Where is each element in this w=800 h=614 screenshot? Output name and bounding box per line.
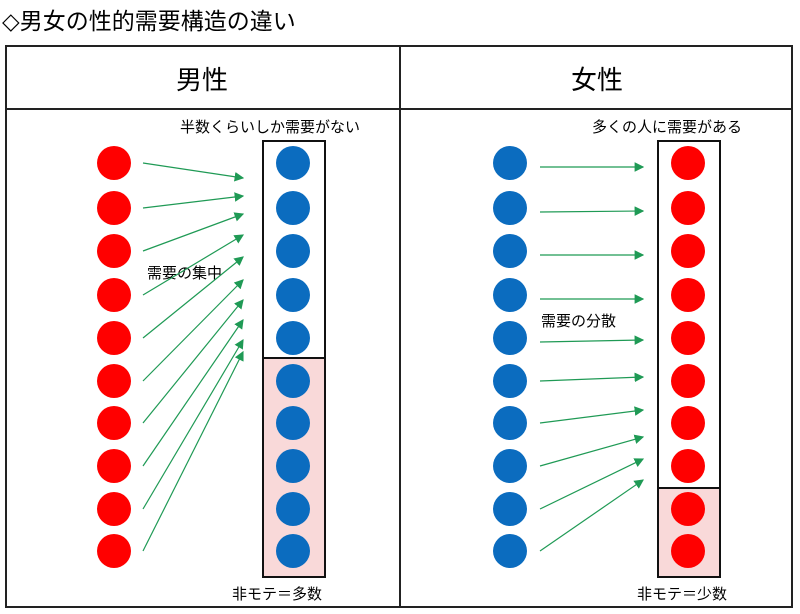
male-demand-arrow — [142, 279, 244, 382]
female-demand-arrow — [539, 434, 645, 467]
female-person-dot — [493, 492, 527, 526]
male-target-dot — [671, 364, 705, 398]
female-demand-arrow — [539, 372, 645, 383]
male-target-dot — [671, 146, 705, 180]
female-person-dot — [493, 191, 527, 225]
male-demand-arrow — [142, 256, 244, 339]
female-demand-arrow — [539, 406, 645, 424]
male-person-dot — [97, 191, 131, 225]
male-target-dot — [671, 321, 705, 355]
female-demand-arrow — [539, 206, 645, 216]
female-target-dot — [276, 534, 310, 568]
male-target-box — [262, 140, 326, 578]
male-target-dot — [671, 534, 705, 568]
male-demand-arrow — [142, 319, 244, 467]
male-demand-arrow — [142, 234, 245, 296]
male-target-dot — [671, 191, 705, 225]
female-target-box — [657, 140, 721, 578]
male-demand-arrow — [142, 338, 244, 510]
female-target-dot — [276, 492, 310, 526]
column-divider — [399, 45, 401, 608]
female-header: 女性 — [570, 66, 623, 96]
female-bottom-label: 非モテ＝少数 — [637, 585, 728, 603]
male-person-dot — [97, 534, 131, 568]
male-person-dot — [97, 278, 131, 312]
male-person-dot — [97, 234, 131, 268]
female-target-dot — [276, 406, 310, 440]
female-target-dot — [276, 278, 310, 312]
female-person-dot — [493, 278, 527, 312]
male-person-dot — [97, 321, 131, 355]
female-target-dot — [276, 191, 310, 225]
male-demand-arrow — [142, 192, 245, 209]
male-mid-label: 需要の集中 — [147, 262, 223, 283]
female-demand-arrow — [539, 479, 644, 552]
female-person-dot — [493, 146, 527, 180]
male-demand-arrow — [142, 350, 244, 552]
female-person-dot — [493, 534, 527, 568]
female-top-label: 多くの人に需要がある — [592, 118, 743, 136]
female-demand-arrow — [539, 458, 645, 510]
male-person-dot — [97, 492, 131, 526]
male-header: 男性 — [175, 66, 228, 96]
male-person-dot — [97, 364, 131, 398]
female-demand-arrow — [539, 335, 645, 345]
male-target-dot — [671, 234, 705, 268]
female-person-dot — [493, 321, 527, 355]
female-target-dot — [276, 321, 310, 355]
male-target-dot — [671, 449, 705, 483]
male-person-dot — [97, 449, 131, 483]
female-mid-label: 需要の分散 — [541, 312, 617, 330]
female-person-dot — [493, 234, 527, 268]
male-demand-arrow — [142, 162, 245, 182]
male-target-dot — [671, 492, 705, 526]
female-target-dot — [276, 449, 310, 483]
female-person-dot — [493, 406, 527, 440]
male-person-dot — [97, 406, 131, 440]
male-target-dot — [671, 278, 705, 312]
female-person-dot — [493, 364, 527, 398]
male-demand-arrow — [142, 212, 245, 252]
male-top-label: 半数くらいしか需要がない — [180, 118, 361, 136]
male-bottom-label: 非モテ＝多数 — [232, 585, 323, 603]
female-target-dot — [276, 364, 310, 398]
female-target-dot — [276, 146, 310, 180]
male-target-dot — [671, 406, 705, 440]
female-person-dot — [493, 449, 527, 483]
male-demand-arrow — [142, 299, 244, 424]
page-title: ◇男女の性的需要構造の違い — [2, 9, 296, 35]
male-person-dot — [97, 146, 131, 180]
female-target-dot — [276, 234, 310, 268]
